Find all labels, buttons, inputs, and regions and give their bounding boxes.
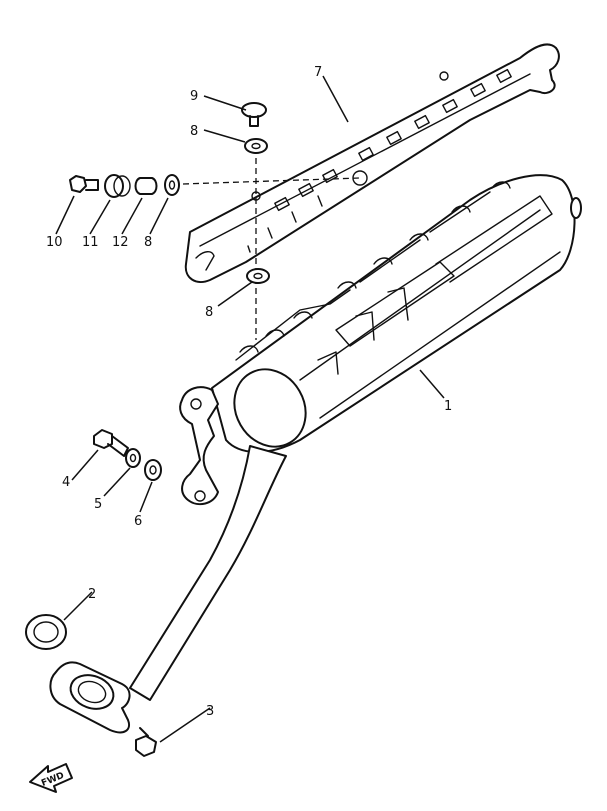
label-part-8-upper: 8 bbox=[190, 124, 198, 139]
label-part-8-lower: 8 bbox=[205, 305, 213, 320]
label-part-5: 5 bbox=[94, 497, 102, 512]
fwd-arrow-icon: FWD bbox=[29, 763, 73, 793]
washer-8-lower bbox=[246, 268, 270, 284]
label-part-2: 2 bbox=[88, 587, 96, 602]
collar-11 bbox=[104, 174, 131, 198]
heat-protector bbox=[184, 43, 560, 283]
label-part-6: 6 bbox=[134, 514, 142, 529]
washer-8-left bbox=[164, 174, 180, 196]
gasket-2 bbox=[25, 614, 67, 650]
label-part-9: 9 bbox=[190, 89, 198, 104]
label-part-12: 12 bbox=[112, 235, 129, 250]
screw-9 bbox=[241, 102, 267, 127]
leader-lines bbox=[55, 75, 445, 743]
label-part-3: 3 bbox=[206, 704, 214, 719]
label-part-10: 10 bbox=[46, 235, 63, 250]
bolt-3 bbox=[135, 727, 157, 757]
washer-5 bbox=[125, 448, 141, 468]
washer-6 bbox=[144, 459, 162, 481]
bolt-10 bbox=[69, 175, 99, 193]
bolt-4 bbox=[93, 429, 129, 457]
label-part-11: 11 bbox=[82, 235, 99, 250]
exhaust-pipe bbox=[49, 445, 287, 734]
spacer-12 bbox=[134, 177, 158, 195]
muffler bbox=[179, 174, 582, 506]
label-part-1: 1 bbox=[444, 399, 452, 414]
part-numbers: 7 9 8 10 11 12 8 8 1 4 5 6 2 3 bbox=[46, 65, 452, 719]
label-part-4: 4 bbox=[62, 475, 70, 490]
label-part-7: 7 bbox=[314, 65, 322, 80]
washer-8-upper bbox=[244, 138, 268, 154]
label-part-8-left: 8 bbox=[144, 235, 152, 250]
assembly-guide-lines bbox=[182, 148, 361, 340]
